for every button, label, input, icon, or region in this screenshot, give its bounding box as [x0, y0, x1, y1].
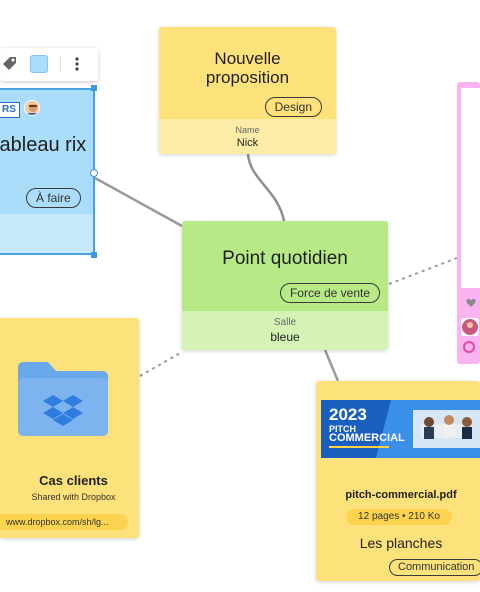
thumb-line2: COMMERCIAL [329, 432, 405, 444]
user-avatar [461, 318, 479, 336]
card-daily-tag[interactable]: Force de vente [279, 283, 380, 303]
card-daily-footer: Salle bleue [182, 311, 388, 350]
thumb-year: 2023 [329, 405, 367, 424]
card-dropbox-subtitle: Shared with Dropbox [31, 492, 116, 502]
card-proposal-footer: Name Nick [159, 119, 336, 154]
card-pink-preview [461, 88, 480, 288]
color-swatch-icon[interactable] [30, 55, 48, 73]
toolbar-divider [60, 56, 61, 72]
card-dropbox[interactable]: Cas clients Shared with Dropbox www.drop… [0, 318, 139, 538]
team-badge: RS [0, 102, 20, 118]
card-proposal-footer-label: Name [235, 125, 260, 135]
user-avatar [24, 100, 40, 116]
resize-handle-bottom-right[interactable] [91, 252, 97, 258]
reaction-icon[interactable] [463, 341, 475, 353]
card-dropbox-title: Cas clients [39, 473, 108, 488]
resize-handle-top-right[interactable] [91, 85, 97, 91]
card-daily-footer-value: bleue [270, 330, 300, 344]
card-board-title: tableau rix [0, 134, 87, 156]
card-proposal-footer-value: Nick [236, 137, 259, 149]
dropbox-folder-icon [18, 362, 108, 441]
card-proposal[interactable]: Nouvelle proposition Design Name Nick [159, 27, 336, 154]
card-dropbox-link[interactable]: www.dropbox.com/sh/lg... [0, 514, 128, 530]
card-pitch-filename: pitch-commercial.pdf [345, 489, 457, 501]
tag-icon[interactable] [2, 56, 18, 77]
card-board-tag[interactable]: À faire [26, 188, 81, 208]
connector-daily-pitch[interactable] [323, 349, 340, 382]
card-proposal-tag[interactable]: Design [264, 97, 322, 117]
card-pitch-tag[interactable]: Communication [389, 559, 480, 576]
connector-proposal-daily[interactable] [246, 153, 286, 222]
card-daily-title: Point quotidien [222, 248, 348, 269]
connection-handle-right[interactable] [90, 169, 98, 177]
card-board-footer [0, 214, 93, 253]
more-vertical-icon[interactable] [74, 56, 80, 77]
card-pitch-meta: 12 pages • 210 Ko [346, 509, 452, 525]
connector-board-daily[interactable] [94, 176, 183, 228]
card-proposal-title: Nouvelle proposition [205, 49, 290, 87]
connector-daily-pink[interactable] [388, 257, 458, 285]
card-daily-footer-label: Salle [273, 317, 297, 328]
card-pitch[interactable]: 2023 PITCH COMMERCIAL pitch-commercial.p… [316, 381, 480, 581]
pdf-thumbnail[interactable]: 2023 PITCH COMMERCIAL [321, 400, 480, 458]
card-pitch-title: Les planches [359, 535, 443, 551]
card-daily[interactable]: Point quotidien Force de vente Salle ble… [182, 221, 388, 350]
connector-dropbox-daily[interactable] [139, 351, 183, 377]
thumb-line1: PITCH [329, 424, 356, 434]
card-board[interactable]: RS tableau rix À faire [0, 88, 95, 255]
card-pink[interactable] [457, 82, 480, 364]
selection-toolbar [0, 48, 98, 81]
heart-icon[interactable] [466, 295, 476, 313]
